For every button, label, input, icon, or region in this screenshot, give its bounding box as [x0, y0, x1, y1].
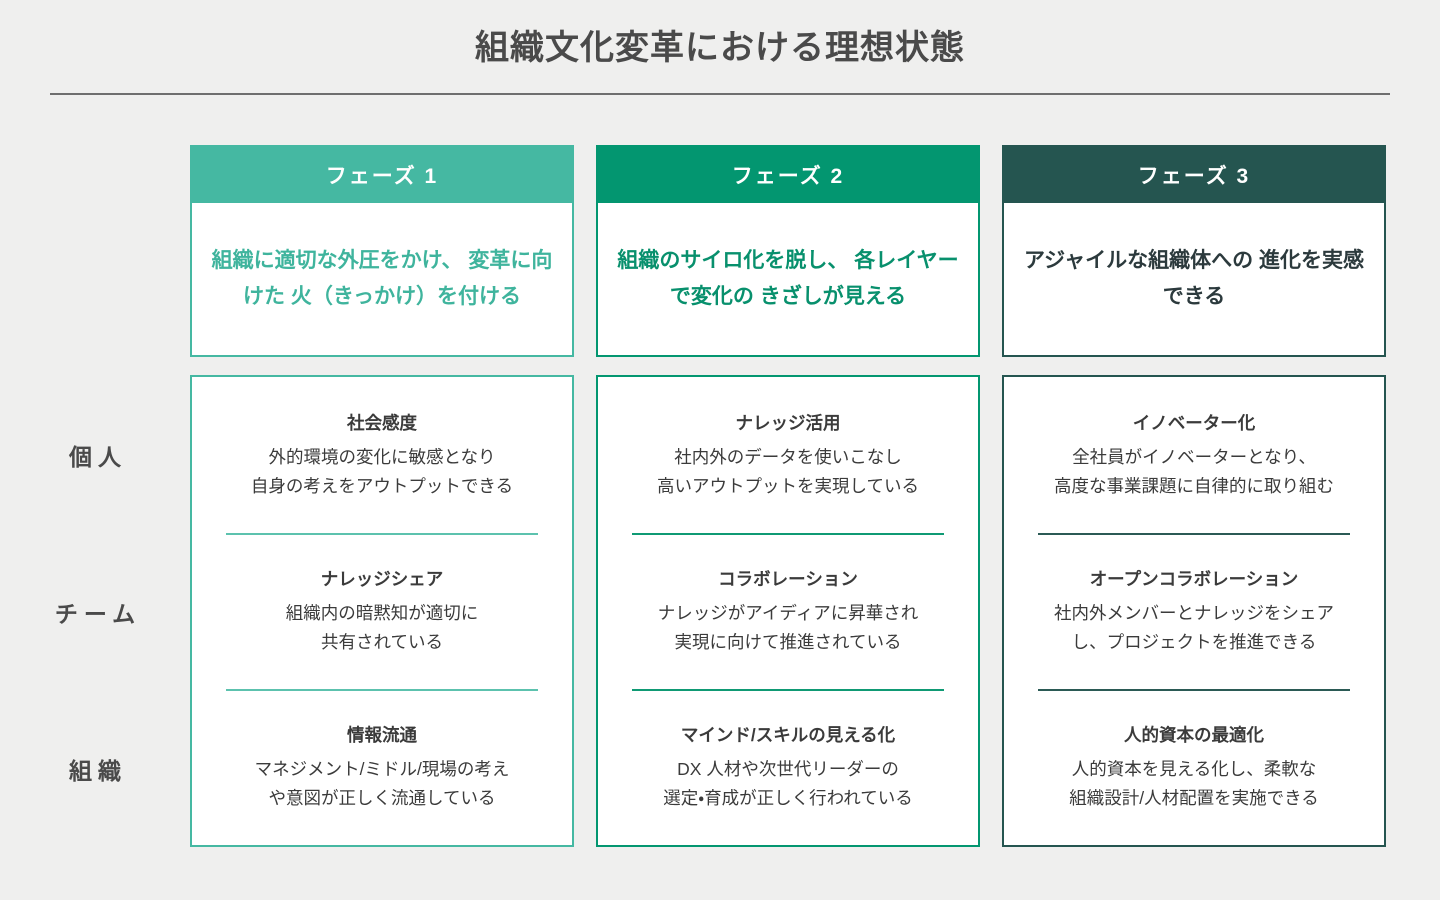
title-block: 組織文化変革における理想状態 — [0, 0, 1440, 95]
title-divider — [50, 92, 1390, 95]
phase-2-row-organization[interactable]: マインド/スキルの見える化 DX 人材や次世代リーダーの 選定・育成が正しく行わ… — [620, 689, 956, 845]
right-margin — [1386, 145, 1440, 848]
row-description: 社内外メンバーとナレッジをシェア し、プロジェクトを推進できる — [1054, 603, 1334, 652]
phase-column-3: フェーズ 3 アジャイルな組織体への 進化を実感できる イノベーター化 全社員が… — [1002, 145, 1386, 848]
phase-column-1: フェーズ 1 組織に適切な外圧をかけ、 変革に向けた 火（きっかけ）を付ける 社… — [190, 145, 574, 848]
phase-card-1[interactable]: フェーズ 1 組織に適切な外圧をかけ、 変革に向けた 火（きっかけ）を付ける — [190, 145, 574, 357]
phase-header-2: フェーズ 2 — [598, 147, 978, 203]
row-description: 社内外のデータを使いこなし 高いアウトプットを実現している — [657, 447, 919, 496]
phase-1-row-team[interactable]: ナレッジシェア 組織内の暗黙知が適切に 共有されている — [214, 533, 550, 689]
row-heading: 情報流通 — [347, 725, 417, 746]
phase-2-row-team[interactable]: コラボレーション ナレッジがアイディアに昇華され 実現に向けて推進されている — [620, 533, 956, 689]
phase-rows-card-1: 社会感度 外的環境の変化に敏感となり 自身の考えをアウトプットできる ナレッジシ… — [190, 375, 574, 847]
axis-label-organization: 組織 — [69, 758, 127, 785]
phase-rows-card-3: イノベーター化 全社員がイノベーターとなり、 高度な事業課題に自律的に取り組む … — [1002, 375, 1386, 847]
phase-3-row-individual[interactable]: イノベーター化 全社員がイノベーターとなり、 高度な事業課題に自律的に取り組む — [1026, 377, 1362, 533]
row-description: 外的環境の変化に敏感となり 自身の考えをアウトプットできる — [250, 447, 514, 496]
row-description: 全社員がイノベーターとなり、 高度な事業課題に自律的に取り組む — [1054, 447, 1334, 496]
row-heading: コラボレーション — [718, 569, 858, 590]
phase-card-3[interactable]: フェーズ 3 アジャイルな組織体への 進化を実感できる — [1002, 145, 1386, 357]
phase-column-2: フェーズ 2 組織のサイロ化を脱し、 各レイヤーで変化の きざしが見える ナレッ… — [596, 145, 980, 848]
axis-label-column: 個人 チーム 組織 — [0, 376, 190, 848]
row-heading: マインド/スキルの見える化 — [680, 725, 896, 746]
column-gap-2 — [980, 145, 1002, 848]
phase-matrix: 個人 チーム 組織 フェーズ 1 組織に適切な外圧をかけ、 変革に向けた 火（き… — [0, 145, 1440, 848]
row-description: マネジメント/ミドル/現場の考え や意図が正しく流通している — [254, 759, 510, 808]
phase-3-row-team[interactable]: オープンコラボレーション 社内外メンバーとナレッジをシェア し、プロジェクトを推… — [1026, 533, 1362, 689]
phase-1-row-organization[interactable]: 情報流通 マネジメント/ミドル/現場の考え や意図が正しく流通している — [214, 689, 550, 845]
phase-summary-3: アジャイルな組織体への 進化を実感できる — [1024, 248, 1364, 308]
row-description: 組織内の暗黙知が適切に 共有されている — [285, 603, 479, 652]
phase-3-row-organization[interactable]: 人的資本の最適化 人的資本を見える化し、柔軟な 組織設計/人材配置を実施できる — [1026, 689, 1362, 845]
phase-summary-2: 組織のサイロ化を脱し、 各レイヤーで変化の きざしが見える — [617, 248, 959, 308]
row-heading: イノベーター化 — [1132, 413, 1256, 434]
row-heading: オープンコラボレーション — [1089, 569, 1299, 590]
row-heading: ナレッジ活用 — [735, 413, 841, 434]
row-description: DX 人材や次世代リーダーの 選定・育成が正しく行われている — [663, 759, 913, 808]
phase-card-2[interactable]: フェーズ 2 組織のサイロ化を脱し、 各レイヤーで変化の きざしが見える — [596, 145, 980, 357]
phase-header-3: フェーズ 3 — [1004, 147, 1384, 203]
row-description: 人的資本を見える化し、柔軟な 組織設計/人材配置を実施できる — [1069, 759, 1319, 808]
phase-rows-card-2: ナレッジ活用 社内外のデータを使いこなし 高いアウトプットを実現している コラボ… — [596, 375, 980, 847]
axis-label-individual: 個人 — [69, 443, 127, 470]
phase-2-row-individual[interactable]: ナレッジ活用 社内外のデータを使いこなし 高いアウトプットを実現している — [620, 377, 956, 533]
phase-summary-1: 組織に適切な外圧をかけ、 変革に向けた 火（きっかけ）を付ける — [211, 248, 553, 308]
page-title: 組織文化変革における理想状態 — [475, 29, 965, 67]
column-gap-1 — [574, 145, 596, 848]
phase-header-1: フェーズ 1 — [192, 147, 572, 203]
row-description: ナレッジがアイディアに昇華され 実現に向けて推進されている — [657, 603, 919, 652]
row-heading: 社会感度 — [347, 413, 417, 434]
axis-label-team: チーム — [54, 600, 142, 627]
row-heading: ナレッジシェア — [320, 569, 444, 590]
phase-1-row-individual[interactable]: 社会感度 外的環境の変化に敏感となり 自身の考えをアウトプットできる — [214, 377, 550, 533]
row-heading: 人的資本の最適化 — [1124, 725, 1264, 746]
